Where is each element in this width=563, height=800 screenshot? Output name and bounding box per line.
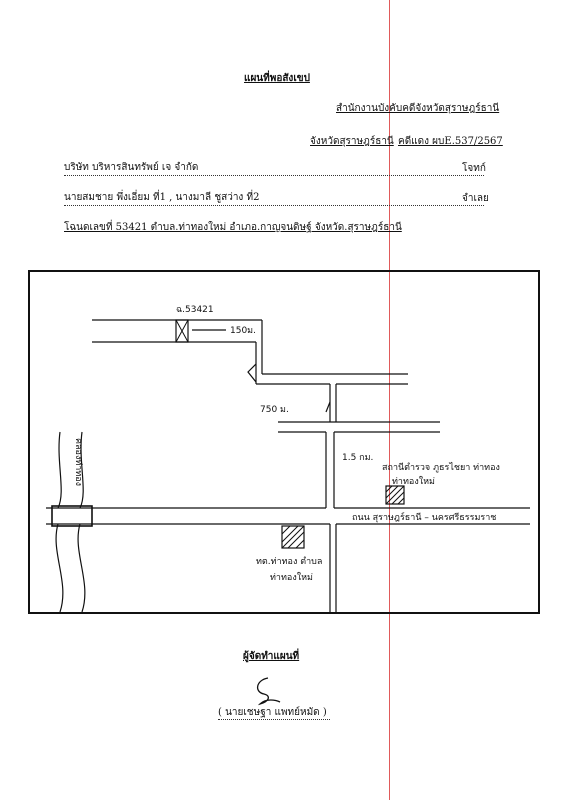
bridge bbox=[51, 505, 93, 527]
map-drawing: ฉ.53421 150ม. 750 ม. 1.5 กม. คลองท่าทอง … bbox=[46, 305, 530, 612]
page-title: แผนที่พอสังเขป bbox=[244, 73, 310, 84]
plaintiff-dotted-line bbox=[64, 175, 484, 176]
map-maker-name: ( นายเชษฐา แพทย์หมัด ) bbox=[218, 707, 327, 718]
canal-right-bank bbox=[77, 431, 86, 612]
deed-location: โฉนดเลขที่ 53421 ตำบล.ท่าทองใหม่ อำเภอ.ก… bbox=[64, 222, 402, 233]
signature-dotted-line bbox=[218, 719, 330, 720]
distance-15-label: 1.5 กม. bbox=[342, 453, 373, 463]
location-map: ฉ.53421 150ม. 750 ม. 1.5 กม. คลองท่าทอง … bbox=[28, 270, 540, 614]
distance-150-label: 150ม. bbox=[230, 326, 256, 336]
case-province: จังหวัดสุราษฎร์ธานี bbox=[310, 136, 394, 147]
distance-750-label: 750 ม. bbox=[260, 405, 289, 415]
dist-15-leader bbox=[325, 401, 331, 413]
map-maker-title: ผู้จัดทำแผนที่ bbox=[243, 651, 300, 662]
defendant-dotted-line bbox=[64, 205, 484, 206]
office-name: สำนักงานบังคับคดีจังหวัดสุราษฎร์ธานี bbox=[336, 103, 500, 114]
plaintiff-name: บริษัท บริหารสินทรัพย์ เจ จำกัด bbox=[64, 162, 199, 173]
subdistrict-office-block bbox=[281, 525, 305, 549]
police-label-line1: สถานีตำรวจ ภูธรไชยา ท่าทอง bbox=[382, 462, 500, 473]
police-label-line2: ท่าทองใหม่ bbox=[392, 476, 435, 487]
canal-left-bank bbox=[55, 431, 64, 612]
margin-line bbox=[389, 0, 390, 800]
signature bbox=[257, 677, 281, 706]
deed-plot bbox=[175, 319, 189, 343]
subdistrict-office-label-line2: ท่าทองใหม่ bbox=[270, 572, 313, 583]
dist-750-leader bbox=[247, 363, 257, 383]
canal-label: คลองท่าทอง bbox=[73, 438, 83, 486]
deed-label: ฉ.53421 bbox=[176, 305, 214, 315]
plaintiff-role: โจทก์ bbox=[462, 163, 486, 174]
defendant-names: นายสมชาย พึ่งเอี่ยม ที่1 , นางมาลี ชูสว่… bbox=[64, 192, 260, 203]
highway-label: ถนน สุราษฎร์ธานี – นครศรีธรรมราช bbox=[352, 511, 496, 523]
defendant-role: จำเลย bbox=[462, 193, 489, 204]
case-number: คดีแดง ผบE.537/2567 bbox=[398, 136, 503, 147]
police-station-block bbox=[385, 485, 405, 505]
subdistrict-office-label-line1: ทต.ท่าทอง ตำบล bbox=[256, 556, 322, 567]
